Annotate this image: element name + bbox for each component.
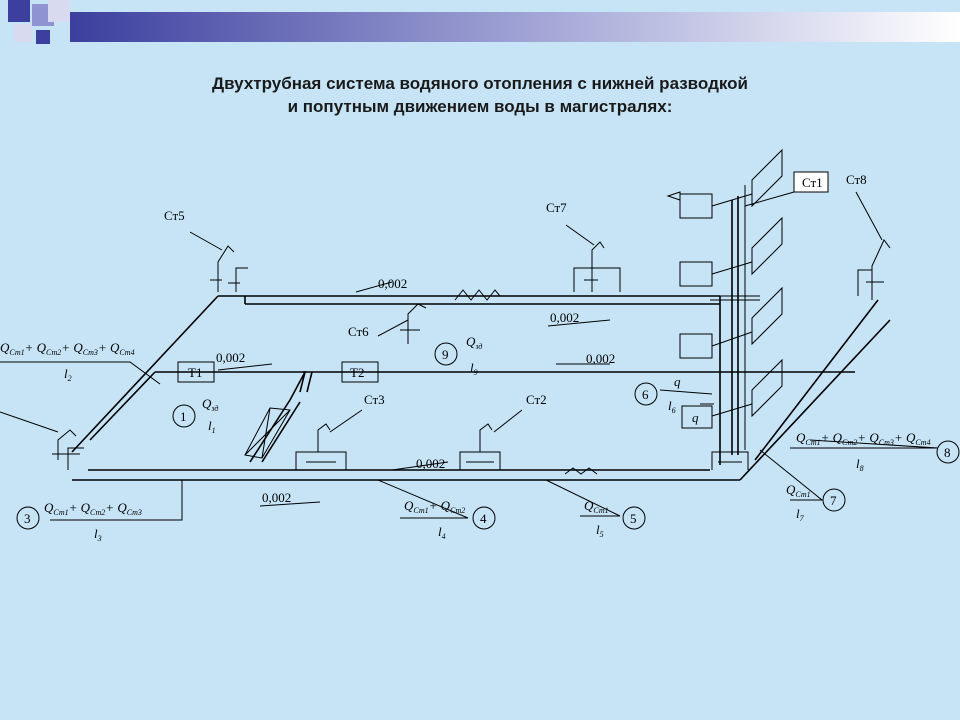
title-line-1: Двухтрубная система водяного отопления с… <box>212 74 748 93</box>
slope-label: 0,002 <box>550 310 579 325</box>
load-section-4: QСт1+ QСт2 l4 <box>404 498 465 541</box>
riser-st5 <box>189 231 248 292</box>
load-section-7: QСт1 l7 <box>786 482 811 523</box>
leader-lines <box>0 361 939 521</box>
svg-text:QСт1+ QСт2: QСт1+ QСт2 <box>404 498 465 515</box>
riser-st1 <box>666 148 829 450</box>
section-number: 7 <box>830 493 837 508</box>
label-st7: Ст7 <box>546 200 567 215</box>
slope-label: 0,002 <box>378 276 407 291</box>
section-circle <box>936 440 960 464</box>
section-number: 6 <box>642 387 649 402</box>
load-section-9: Qзд l9 <box>466 334 482 377</box>
compensator <box>564 467 598 475</box>
load-section-6: q l6 <box>668 374 681 415</box>
slope-label: 0,002 <box>216 350 245 365</box>
section-circle <box>472 506 496 530</box>
section-number: 4 <box>480 511 487 526</box>
slope-arrows <box>217 281 611 507</box>
svg-text:l3: l3 <box>94 526 102 543</box>
q-symbol: Q <box>0 340 10 355</box>
label-st6: Ст6 <box>348 324 369 339</box>
svg-text:l8: l8 <box>856 456 864 473</box>
svg-text:QСт1+ QСт2+ QСт3+ QСт4: QСт1+ QСт2+ QСт3+ QСт4 <box>0 340 135 357</box>
boiler-load: q <box>692 410 699 425</box>
riser-right-bottom <box>711 451 749 470</box>
section-number: 5 <box>630 511 637 526</box>
label-st2: Ст2 <box>526 392 547 407</box>
section-number: 3 <box>24 511 31 526</box>
diagram-title: Двухтрубная система водяного отопления с… <box>0 72 960 118</box>
section-circle <box>172 404 196 428</box>
label-st5: Ст5 <box>164 208 185 223</box>
riser-st7 <box>565 224 621 292</box>
riser-st4 <box>0 411 84 470</box>
slope-label: 0,002 <box>416 456 445 471</box>
svg-text:Qзд: Qзд <box>202 396 218 413</box>
section-number: 8 <box>944 445 951 460</box>
svg-text:Qзд: Qзд <box>466 334 482 351</box>
section-circle <box>634 382 658 406</box>
load-section-8: QСт1+ QСт2+ QСт3+ QСт4 l8 <box>796 430 931 473</box>
deco-square <box>48 0 70 22</box>
label-t1: Т1 <box>188 365 202 380</box>
svg-text:QСт1+ QСт2+ QСт3: QСт1+ QСт2+ QСт3 <box>44 500 142 517</box>
supply-main <box>71 196 891 481</box>
label-t2: Т2 <box>350 365 364 380</box>
label-st8: Ст8 <box>846 172 867 187</box>
riser-st3 <box>295 409 363 470</box>
deco-square <box>14 24 32 42</box>
label-st3: Ст3 <box>364 392 385 407</box>
point-t2-box <box>341 361 379 383</box>
slope-label: 0,002 <box>586 351 615 366</box>
riser-st2 <box>459 409 523 470</box>
section-circle <box>622 506 646 530</box>
deco-square <box>8 0 30 22</box>
svg-text:QСт1: QСт1 <box>584 498 609 515</box>
svg-text:l2: l2 <box>64 366 72 383</box>
load-section-5: QСт1 l5 <box>584 498 609 539</box>
title-line-2: и попутным движением воды в магистралях: <box>287 97 673 116</box>
compensator <box>454 289 501 301</box>
svg-text:l6: l6 <box>668 398 676 415</box>
slope-label: 0,002 <box>262 490 291 505</box>
load-left-top: QСт1+ QСт2+ QСт3+ QСт4 l2 <box>0 340 135 383</box>
section-circle <box>16 506 40 530</box>
svg-text:l9: l9 <box>470 360 478 377</box>
svg-text:l1: l1 <box>208 418 216 435</box>
svg-text:l7: l7 <box>796 506 805 523</box>
point-t1-box <box>177 361 215 383</box>
riser-st8 <box>855 191 891 300</box>
svg-text:QСт1: QСт1 <box>786 482 811 499</box>
svg-text:QСт1+ QСт2+ QСт3+ QСт4: QСт1+ QСт2+ QСт3+ QСт4 <box>796 430 931 447</box>
label-st1: Ст1 <box>802 175 823 190</box>
svg-text:l5: l5 <box>596 522 604 539</box>
svg-text:l4: l4 <box>438 524 446 541</box>
header-decoration <box>0 0 960 48</box>
deco-square <box>36 30 50 44</box>
load-section-1: Qзд l1 <box>202 396 218 435</box>
load-left-bottom: QСт1+ QСт2+ QСт3 l3 <box>44 500 142 543</box>
section-circle <box>822 488 846 512</box>
riser-st6 <box>377 303 427 344</box>
section-number: 1 <box>180 409 187 424</box>
section-number: 9 <box>442 347 449 362</box>
section-circle <box>434 342 458 366</box>
svg-text:q: q <box>674 374 681 389</box>
